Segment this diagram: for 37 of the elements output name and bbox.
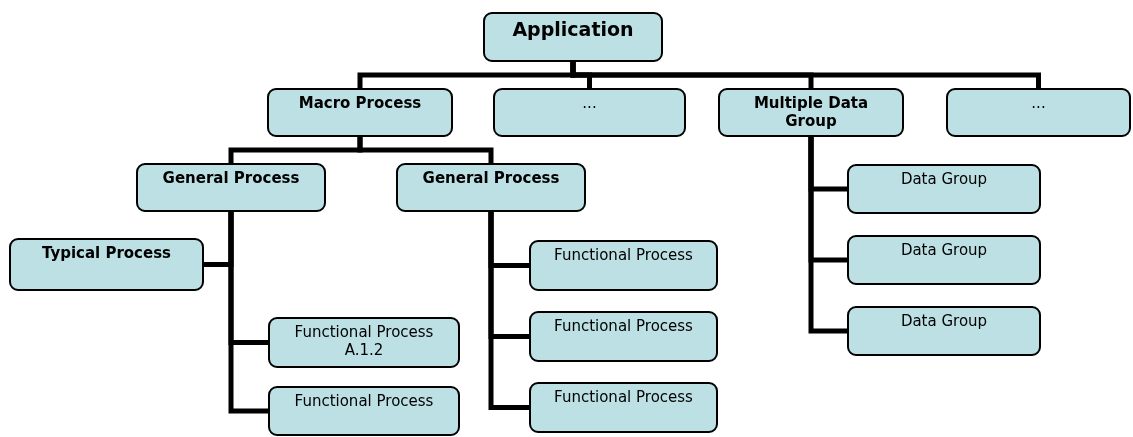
connector-line xyxy=(228,212,268,414)
box-label: Data Group xyxy=(899,312,989,330)
box-label: ... xyxy=(1030,94,1047,112)
connector-line xyxy=(570,62,1041,88)
box-label: Functional Process xyxy=(293,392,435,410)
box-label: Functional Process A.1.2 xyxy=(293,323,435,359)
box-label: ... xyxy=(581,94,598,112)
process-box xyxy=(946,88,1131,137)
process-box xyxy=(529,382,718,433)
box-label: Typical Process xyxy=(40,244,173,262)
process-box xyxy=(9,238,204,291)
process-box xyxy=(718,88,904,137)
box-label: General Process xyxy=(421,169,561,187)
box-label: Data Group xyxy=(899,170,989,188)
process-box xyxy=(267,88,453,137)
box-label: General Process xyxy=(161,169,301,187)
process-box xyxy=(847,164,1041,214)
box-label: Macro Process xyxy=(297,94,423,112)
process-box xyxy=(529,311,718,362)
connector-line xyxy=(488,212,529,410)
process-box xyxy=(847,306,1041,356)
connector-line xyxy=(357,137,494,163)
connector-line xyxy=(808,137,847,334)
process-box xyxy=(396,163,586,212)
box-label: Functional Process xyxy=(553,388,694,406)
process-box xyxy=(847,235,1041,285)
process-box xyxy=(529,240,718,291)
process-box xyxy=(493,88,686,137)
box-label: Functional Process xyxy=(553,317,694,335)
box-label: Data Group xyxy=(899,241,989,259)
process-box xyxy=(483,12,663,62)
process-box xyxy=(136,163,326,212)
process-box xyxy=(268,386,460,436)
box-label: Application xyxy=(511,18,635,41)
box-label: Multiple Data Group xyxy=(752,94,870,130)
box-label: Functional Process xyxy=(553,246,694,264)
process-box xyxy=(268,317,460,368)
